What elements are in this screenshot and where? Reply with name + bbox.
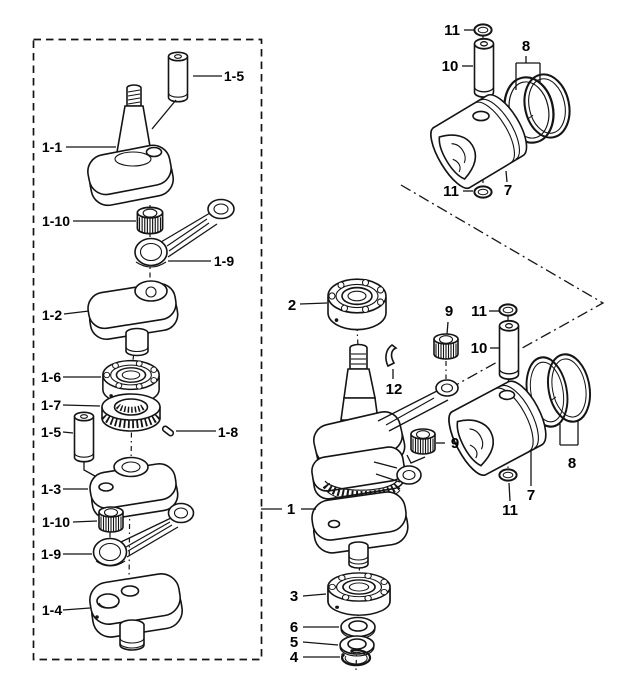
callout-label: 10 (471, 340, 488, 357)
callout-1-3: 1-3 (41, 481, 88, 497)
callout-label: 1-8 (218, 424, 238, 440)
part-11-circlip-bottom (498, 468, 518, 482)
sub-assembly-box (32, 38, 263, 661)
callout-label: 10 (442, 58, 459, 75)
callout-label: 5 (290, 634, 298, 651)
callout-1-9-lower: 1-9 (41, 546, 92, 562)
callout-2: 2 (288, 297, 328, 314)
part-1-5-dowel-pin-top (151, 51, 189, 130)
part-11-circlip-top-lower (473, 185, 493, 199)
part-11-circlip-mid (498, 303, 518, 317)
part-1-10-needle-bearing-upper (136, 206, 164, 235)
callout-label: 1-7 (41, 397, 61, 413)
callout-label: 11 (444, 22, 460, 39)
callout-label: 1-1 (42, 139, 62, 155)
callout-label: 1-10 (42, 213, 70, 229)
part-1-7-labyrinth-ring (100, 393, 162, 432)
callout-label: 1-5 (224, 68, 244, 84)
callout-label: 3 (290, 588, 298, 605)
callout-label: 8 (568, 455, 576, 472)
callout-label: 7 (504, 182, 512, 199)
callout-1-7: 1-7 (41, 397, 101, 413)
callout-12: 12 (386, 369, 403, 398)
part-7-piston-lower (440, 374, 555, 482)
part-7-piston-top (422, 87, 536, 195)
callout-6: 6 (290, 619, 339, 636)
part-1-3-crank-web-lower (89, 456, 179, 520)
callout-11-top-lower: 11 (443, 183, 473, 200)
part-2-ball-bearing (327, 278, 387, 331)
part-4-circlip (341, 649, 372, 667)
part-10-piston-pin-lower (498, 319, 520, 381)
assembly-phantom-line (400, 184, 605, 391)
part-1-8-dowel-pin (161, 425, 175, 437)
callout-label: 9 (445, 303, 453, 320)
part-1-5-dowel-pin-lower (73, 411, 105, 482)
callout-11-top: 11 (444, 22, 474, 39)
callout-8-lower: 8 (559, 420, 579, 472)
callout-label: 11 (471, 303, 487, 320)
callout-10-top: 10 (442, 58, 473, 75)
callout-1-10-lower: 1-10 (42, 514, 98, 530)
callout-label: 2 (288, 297, 296, 314)
part-1-2-crank-web (87, 280, 179, 357)
callout-label: 1-4 (42, 602, 62, 618)
callout-label: 1-9 (214, 253, 234, 269)
callout-7-top: 7 (504, 170, 512, 199)
part-11-circlip-top (473, 23, 493, 37)
part-9-needle-bearing-upper (433, 333, 459, 360)
callout-label: 1-2 (42, 307, 62, 323)
part-1-9-connecting-rod-lower (92, 502, 195, 567)
callout-3: 3 (290, 588, 327, 605)
callout-1-10-upper: 1-10 (42, 213, 136, 229)
part-6-washer (340, 616, 376, 640)
callout-label: 1-5 (41, 424, 61, 440)
part-1-10-needle-bearing-lower (98, 506, 124, 533)
part-1-crankshaft-assembly (311, 343, 459, 569)
part-9-needle-bearing-lower (406, 428, 436, 464)
callout-label: 1-9 (41, 546, 61, 562)
part-3-ball-bearing (327, 572, 391, 617)
part-10-piston-pin-top (473, 37, 495, 99)
callout-5: 5 (290, 634, 339, 651)
callout-label: 9 (451, 435, 459, 452)
callout-1-2: 1-2 (42, 307, 90, 323)
callout-label: 1 (287, 501, 295, 518)
callout-1-5-lower: 1-5 (41, 424, 74, 440)
callout-7-lower: 7 (527, 450, 535, 504)
callout-label: 6 (290, 619, 298, 636)
callout-label: 12 (386, 381, 403, 398)
part-1-4-crankshaft-lower-half (89, 573, 183, 651)
part-5-washer (339, 635, 375, 657)
callout-9-upper: 9 (445, 303, 453, 335)
callout-9-lower: 9 (436, 435, 459, 452)
callout-11-bottom: 11 (502, 482, 518, 519)
callout-1-1: 1-1 (42, 139, 116, 155)
part-12-woodruff-key (385, 344, 398, 368)
callout-1-8: 1-8 (176, 424, 238, 440)
callout-11-mid: 11 (471, 303, 499, 320)
callout-10-mid: 10 (471, 340, 499, 357)
callout-4: 4 (290, 649, 340, 666)
callout-label: 1-3 (41, 481, 61, 497)
callout-label: 7 (527, 487, 535, 504)
callout-1: 1 (261, 501, 316, 518)
part-1-9-connecting-rod-upper (134, 198, 235, 268)
callout-1-9-upper: 1-9 (168, 253, 234, 269)
callout-8-top: 8 (515, 38, 541, 90)
callout-label: 1-6 (41, 369, 61, 385)
callout-label: 11 (502, 502, 518, 519)
callout-1-5-top: 1-5 (193, 68, 244, 84)
callout-label: 4 (290, 649, 299, 666)
part-1-1-crankshaft-upper-half (87, 84, 175, 207)
callout-1-4: 1-4 (42, 602, 91, 618)
callout-label: 11 (443, 183, 459, 200)
callout-label: 8 (522, 38, 530, 55)
callout-label: 1-10 (42, 514, 70, 530)
callout-1-6: 1-6 (41, 369, 101, 385)
